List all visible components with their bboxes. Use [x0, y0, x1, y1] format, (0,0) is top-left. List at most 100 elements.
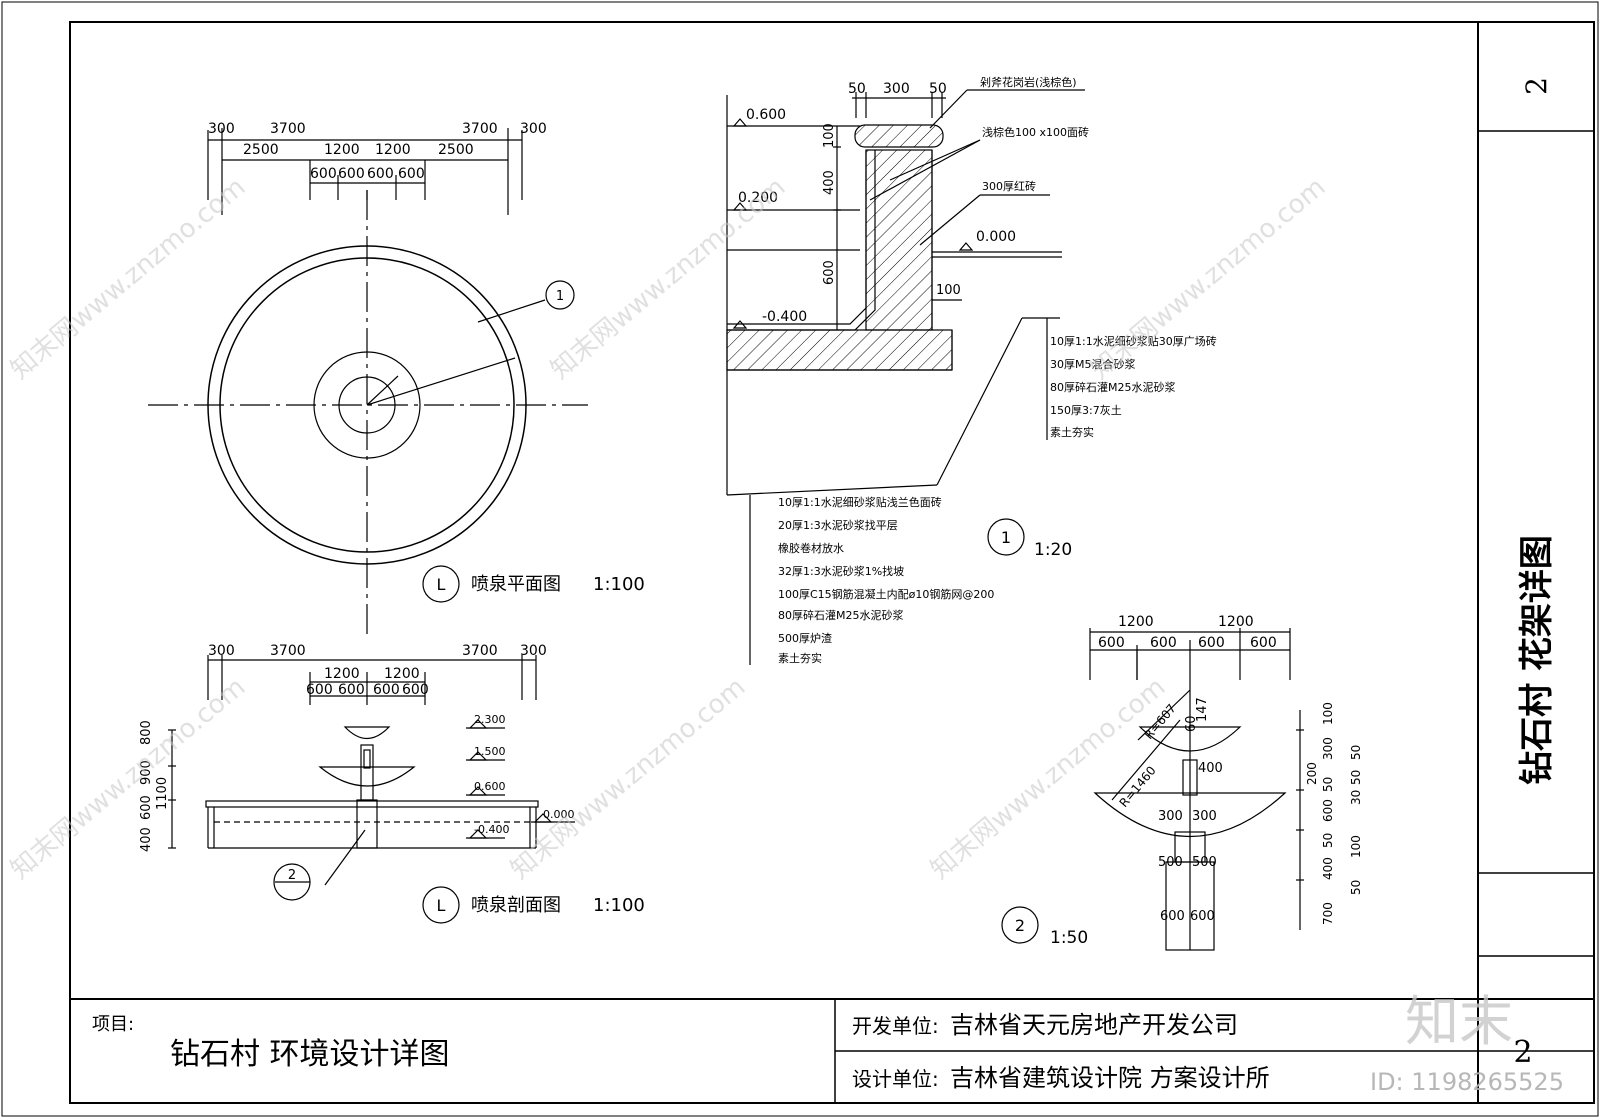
project-label: 项目:: [92, 1014, 134, 1035]
svg-text:400: 400: [1198, 761, 1223, 776]
svg-text:0.000: 0.000: [976, 229, 1016, 245]
svg-text:300厚红砖: 300厚红砖: [982, 179, 1036, 193]
svg-text:300: 300: [1158, 809, 1183, 824]
svg-text:0.200: 0.200: [738, 190, 778, 206]
svg-text:600: 600: [139, 795, 154, 820]
svg-text:900: 900: [139, 760, 154, 785]
developer-label: 开发单位:: [852, 1014, 939, 1038]
svg-text:30厚M5混合砂浆: 30厚M5混合砂浆: [1050, 357, 1136, 371]
svg-text:600: 600: [822, 260, 837, 285]
plan-marker: L: [437, 575, 446, 594]
svg-text:500厚炉渣: 500厚炉渣: [778, 631, 832, 645]
detail2-right-dims-a: 100 300 200 50 600 50 400 700: [1305, 702, 1335, 925]
detail1-bottom-layers: 10厚1:1水泥细砂浆贴浅兰色面砖 20厚1:3水泥砂浆找平层 橡胶卷材放水 3…: [778, 495, 994, 665]
svg-text:300: 300: [1192, 809, 1217, 824]
section-levels: 2.300 1.500 0.600 0.000 -0.400: [474, 713, 575, 836]
section-marker: L: [437, 896, 446, 915]
detail2-drawing: [1001, 628, 1304, 951]
detail1-right-layers: 10厚1:1水泥细砂浆贴30厚广场砖 30厚M5混合砂浆 80厚碎石灌M25水泥…: [1050, 334, 1217, 439]
plan-callout: 1: [556, 289, 564, 304]
svg-text:50: 50: [1349, 770, 1363, 785]
svg-text:400: 400: [1321, 857, 1335, 880]
section-scale: 1:100: [593, 895, 645, 916]
detail1-levels: 0.600 0.200 0.000 -0.400: [738, 107, 1016, 325]
section-left-dims: 800 900 600 400 1100: [139, 720, 170, 852]
svg-text:0.600: 0.600: [474, 780, 506, 793]
sheet-number: 2: [1520, 77, 1553, 95]
watermark-text-4: 知末网www.znzmo.com: [5, 672, 251, 885]
svg-text:147: 147: [1195, 697, 1210, 722]
sheet-side-title: 钻石村 花架详图: [1517, 535, 1557, 785]
detail1-vert-dims: 100 400 600: [822, 123, 837, 285]
svg-text:20厚1:3水泥砂浆找平层: 20厚1:3水泥砂浆找平层: [778, 518, 898, 532]
designer-label: 设计单位:: [852, 1067, 939, 1091]
watermark-id: ID: 1198265525: [1370, 1068, 1564, 1096]
detail2-number: 2: [1015, 916, 1025, 935]
svg-text:800: 800: [139, 720, 154, 745]
section-title: 喷泉剖面图: [471, 895, 561, 916]
svg-text:50: 50: [1321, 833, 1335, 848]
svg-text:150厚3:7灰土: 150厚3:7灰土: [1050, 403, 1122, 417]
watermark-logo: 知末: [1405, 990, 1513, 1053]
svg-text:1.500: 1.500: [474, 745, 506, 758]
svg-text:80厚碎石灌M25水泥砂浆: 80厚碎石灌M25水泥砂浆: [778, 608, 903, 622]
svg-text:素土夯实: 素土夯实: [778, 651, 822, 665]
detail1-scale: 1:20: [1034, 540, 1072, 560]
fountain-section: [168, 655, 575, 924]
svg-text:0.600: 0.600: [746, 107, 786, 123]
svg-text:橡胶卷材放水: 橡胶卷材放水: [778, 541, 844, 555]
detail2-right-dims-b: 50 50 30 100 50: [1349, 745, 1363, 895]
watermark-text-5: 知末网www.znzmo.com: [505, 672, 751, 885]
svg-text:100: 100: [1321, 702, 1335, 725]
svg-text:100: 100: [822, 123, 837, 148]
svg-text:素土夯实: 素土夯实: [1050, 425, 1094, 439]
svg-text:600: 600: [1190, 909, 1215, 924]
svg-text:80厚碎石灌M25水泥砂浆: 80厚碎石灌M25水泥砂浆: [1050, 380, 1175, 394]
svg-text:50: 50: [1321, 777, 1335, 792]
detail1-dim-100: 100: [936, 283, 961, 298]
svg-text:500: 500: [1158, 855, 1183, 870]
section-callout: 2: [288, 868, 296, 883]
svg-text:100厚C15钢筋混凝土内配ø10钢筋网@200: 100厚C15钢筋混凝土内配ø10钢筋网@200: [778, 587, 994, 601]
svg-text:600: 600: [1321, 799, 1335, 822]
svg-text:-0.400: -0.400: [474, 823, 509, 836]
svg-text:2.300: 2.300: [474, 713, 506, 726]
svg-text:50: 50: [1349, 880, 1363, 895]
watermark-text-1: 知末网www.znzmo.com: [5, 172, 251, 385]
svg-text:浅棕色100 x100面砖: 浅棕色100 x100面砖: [982, 125, 1089, 139]
developer-name: 吉林省天元房地产开发公司: [950, 1011, 1238, 1039]
detail2-scale: 1:50: [1050, 928, 1088, 948]
plan-title: 喷泉平面图: [471, 574, 561, 595]
svg-text:0.000: 0.000: [543, 808, 575, 821]
svg-text:500: 500: [1192, 855, 1217, 870]
svg-text:600: 600: [1160, 909, 1185, 924]
fountain-plan: [148, 128, 588, 640]
project-name: 钻石村 环境设计详图: [170, 1037, 450, 1072]
svg-text:30: 30: [1349, 790, 1363, 805]
svg-text:32厚1:3水泥砂浆1%找坡: 32厚1:3水泥砂浆1%找坡: [778, 564, 904, 578]
svg-text:10厚1:1水泥细砂浆贴30厚广场砖: 10厚1:1水泥细砂浆贴30厚广场砖: [1050, 334, 1217, 348]
svg-text:剁斧花岗岩(浅棕色): 剁斧花岗岩(浅棕色): [980, 75, 1077, 89]
svg-text:100: 100: [1349, 835, 1363, 858]
svg-text:400: 400: [822, 170, 837, 195]
svg-text:10厚1:1水泥细砂浆贴浅兰色面砖: 10厚1:1水泥细砂浆贴浅兰色面砖: [778, 495, 942, 509]
svg-text:400: 400: [139, 827, 154, 852]
svg-text:200: 200: [1305, 762, 1319, 785]
